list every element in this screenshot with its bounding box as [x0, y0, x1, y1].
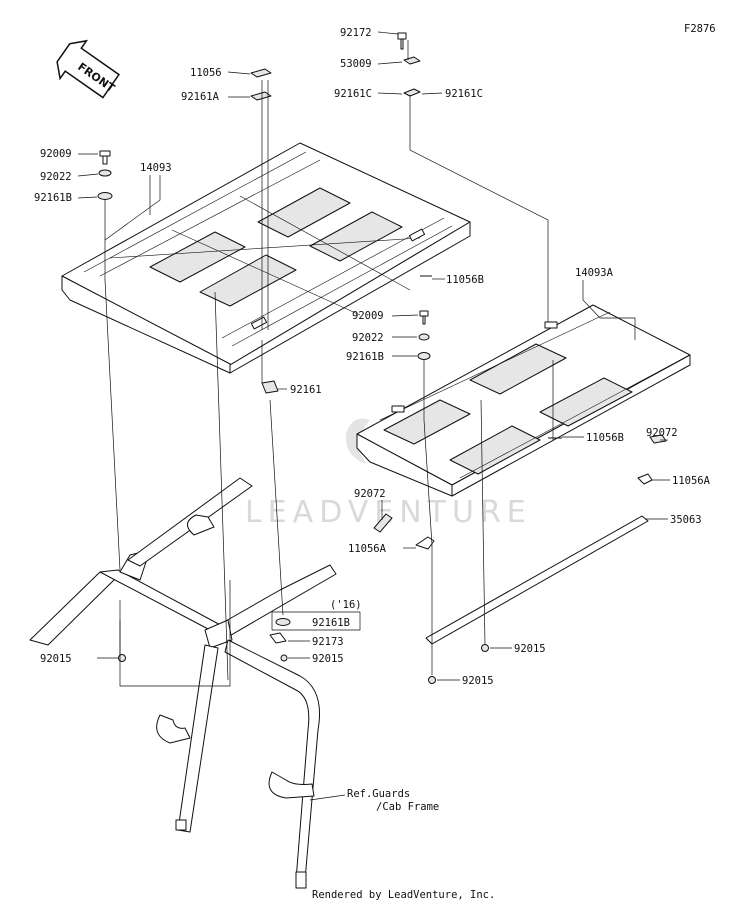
- main-roof-panel[interactable]: [61, 142, 471, 374]
- watermark: LEADVENTURE: [245, 495, 532, 530]
- callout-11056a-left: 11056A: [348, 543, 387, 555]
- callout-92015-center: 92015: [312, 653, 344, 665]
- callout-92015-bottom: 92015: [462, 675, 494, 687]
- callout-92173: 92173: [312, 636, 344, 648]
- callout-92161b-lower: 92161B: [312, 617, 350, 629]
- callout-92009-left: 92009: [40, 148, 72, 160]
- callout-cab-frame: /Cab Frame: [376, 801, 439, 813]
- callout-11056b-lower: 11056B: [586, 432, 624, 444]
- callout-53009: 53009: [340, 58, 372, 70]
- callout-92072-left: 92072: [354, 488, 386, 500]
- callout-92161: 92161: [290, 384, 322, 396]
- leader-lines: [104, 40, 554, 687]
- callout-92161c-right: 92161C: [445, 88, 483, 100]
- callout-92015-right: 92015: [514, 643, 546, 655]
- callout-92015-left: 92015: [40, 653, 72, 665]
- front-arrow-icon: FRONT: [56, 39, 121, 99]
- callout-92072-right: 92072: [646, 427, 678, 439]
- fasteners: [97, 32, 667, 684]
- callout-14093: 14093: [140, 162, 172, 174]
- callout-92161b-left: 92161B: [34, 192, 72, 204]
- callout-11056: 11056: [190, 67, 222, 79]
- figure-code: F2876: [684, 23, 716, 35]
- callout-14093a: 14093A: [575, 267, 614, 279]
- cab-frame: [29, 477, 337, 889]
- footer-credit: Rendered by LeadVenture, Inc.: [312, 889, 495, 901]
- callout-11056a-right: 11056A: [672, 475, 711, 487]
- callout-92172: 92172: [340, 27, 372, 39]
- callout-pointers: [77, 31, 670, 801]
- callout-92022-right: 92022: [352, 332, 384, 344]
- callout-35063: 35063: [670, 514, 702, 526]
- crossbar[interactable]: [425, 515, 649, 645]
- rear-roof-panel[interactable]: [356, 304, 691, 497]
- callout-92161b-right: 92161B: [346, 351, 384, 363]
- callout-92022-left: 92022: [40, 171, 72, 183]
- callout-92009-right: 92009: [352, 310, 384, 322]
- callout-11056b-upper: 11056B: [446, 274, 484, 286]
- callout-92161c-left: 92161C: [334, 88, 372, 100]
- callout-ref-guards: Ref.Guards: [347, 788, 410, 800]
- callout-year-16: ('16): [330, 599, 362, 611]
- callout-labels: 92172 53009 92161C 92161C 11056 92161A 9…: [34, 27, 711, 813]
- callout-92161a: 92161A: [181, 91, 220, 103]
